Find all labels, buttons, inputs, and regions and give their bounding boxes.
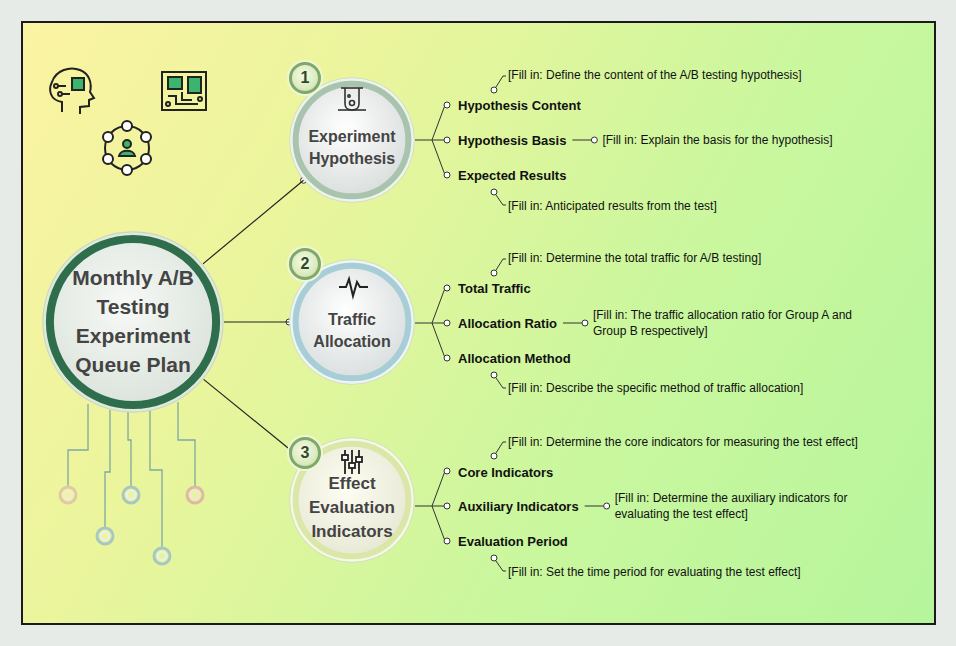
- leader-dot: [491, 189, 497, 195]
- fill-in-note: [Fill in: The traffic allocation ratio f…: [593, 307, 873, 339]
- leader-line: [496, 195, 503, 205]
- branch-label: Hypothesis Content: [458, 98, 581, 113]
- leader-dot: [444, 503, 450, 509]
- leader-line: [563, 323, 582, 324]
- branch-label: Evaluation Period: [458, 534, 568, 549]
- leader-dot: [491, 87, 497, 93]
- flask-icon: [338, 88, 366, 110]
- fill-in-note: [Fill in: Define the content of the A/B …: [508, 67, 802, 83]
- leader-line: [572, 140, 591, 141]
- fill-in-note: [Fill in: Determine the total traffic fo…: [508, 250, 761, 266]
- leader-lines: [286, 76, 610, 571]
- leader-line: [432, 506, 445, 507]
- leader-dot: [604, 503, 610, 509]
- leader-line: [496, 259, 503, 270]
- leader-line: [432, 140, 445, 175]
- fill-in-note: [Fill in: Describe the specific method o…: [508, 380, 803, 396]
- callout-number: 3: [289, 437, 321, 469]
- leader-dot: [444, 172, 450, 178]
- connector: [204, 379, 303, 460]
- leader-line: [415, 506, 432, 507]
- leader-line: [432, 288, 445, 323]
- leader-line: [432, 506, 445, 541]
- leader-dot: [444, 538, 450, 544]
- leader-line: [432, 323, 445, 324]
- node-title: Traffic Allocation: [300, 309, 404, 354]
- leader-line: [415, 140, 432, 141]
- circuit-terminals: [60, 487, 203, 564]
- leader-dot: [444, 320, 450, 326]
- leader-line: [432, 140, 445, 141]
- leader-dot: [444, 102, 450, 108]
- fill-in-note: [Fill in: Determine the auxiliary indica…: [615, 490, 877, 522]
- leader-line: [503, 571, 506, 572]
- network-icon: [103, 121, 151, 175]
- connector: [203, 180, 304, 264]
- leader-line: [432, 471, 445, 506]
- leader-line: [503, 442, 506, 443]
- leader-line: [503, 76, 506, 77]
- leader-dot: [491, 372, 497, 378]
- leader-line: [496, 442, 503, 453]
- branch-label: Allocation Method: [458, 351, 571, 366]
- leader-dot: [582, 320, 588, 326]
- leader-line: [432, 323, 445, 358]
- leader-dot: [591, 137, 597, 143]
- leader-line: [496, 76, 503, 87]
- fill-in-note: [Fill in: Set the time period for evalua…: [508, 564, 801, 580]
- topic-circle: Experiment Hypothesis: [289, 77, 415, 203]
- branch-label: Auxiliary Indicators: [458, 499, 579, 514]
- leader-line: [503, 205, 506, 206]
- callout-number: 2: [289, 248, 321, 280]
- leader-line: [503, 259, 506, 260]
- head-icon: [50, 69, 94, 115]
- fill-in-note: [Fill in: Determine the core indicators …: [508, 434, 858, 450]
- leader-dot: [491, 270, 497, 276]
- branch-label: Core Indicators: [458, 465, 553, 480]
- branch-label: Expected Results: [458, 168, 566, 183]
- leader-dot: [491, 453, 497, 459]
- leader-line: [585, 506, 604, 507]
- central-circle: Monthly A/B Testing Experiment Queue Pla…: [42, 231, 224, 413]
- branch-label: Allocation Ratio: [458, 316, 557, 331]
- leader-dot: [444, 137, 450, 143]
- branch-label: Total Traffic: [458, 281, 531, 296]
- leader-line: [503, 388, 506, 389]
- leader-line: [496, 378, 503, 388]
- leader-line: [432, 105, 445, 140]
- fill-in-note: [Fill in: Anticipated results from the t…: [508, 198, 717, 214]
- branch-label: Hypothesis Basis: [458, 133, 566, 148]
- pulse-icon: [339, 279, 368, 296]
- leader-line: [496, 561, 503, 571]
- node-title: Experiment Hypothesis: [300, 126, 404, 171]
- callout-number: 1: [289, 62, 321, 94]
- leader-dot: [444, 468, 450, 474]
- connector: [224, 321, 289, 322]
- node-title: Effect Evaluation Indicators: [299, 472, 405, 543]
- leader-dot: [491, 555, 497, 561]
- circuit-wires: [68, 402, 195, 547]
- sliders-icon: [342, 450, 362, 474]
- circuit-icon: [162, 72, 206, 110]
- leader-dot: [444, 285, 450, 291]
- leader-line: [415, 323, 432, 324]
- node-title: Monthly A/B Testing Experiment Queue Pla…: [63, 264, 203, 380]
- circle-outline: [42, 231, 224, 413]
- leader-dot: [444, 355, 450, 361]
- fill-in-note: [Fill in: Explain the basis for the hypo…: [602, 132, 832, 148]
